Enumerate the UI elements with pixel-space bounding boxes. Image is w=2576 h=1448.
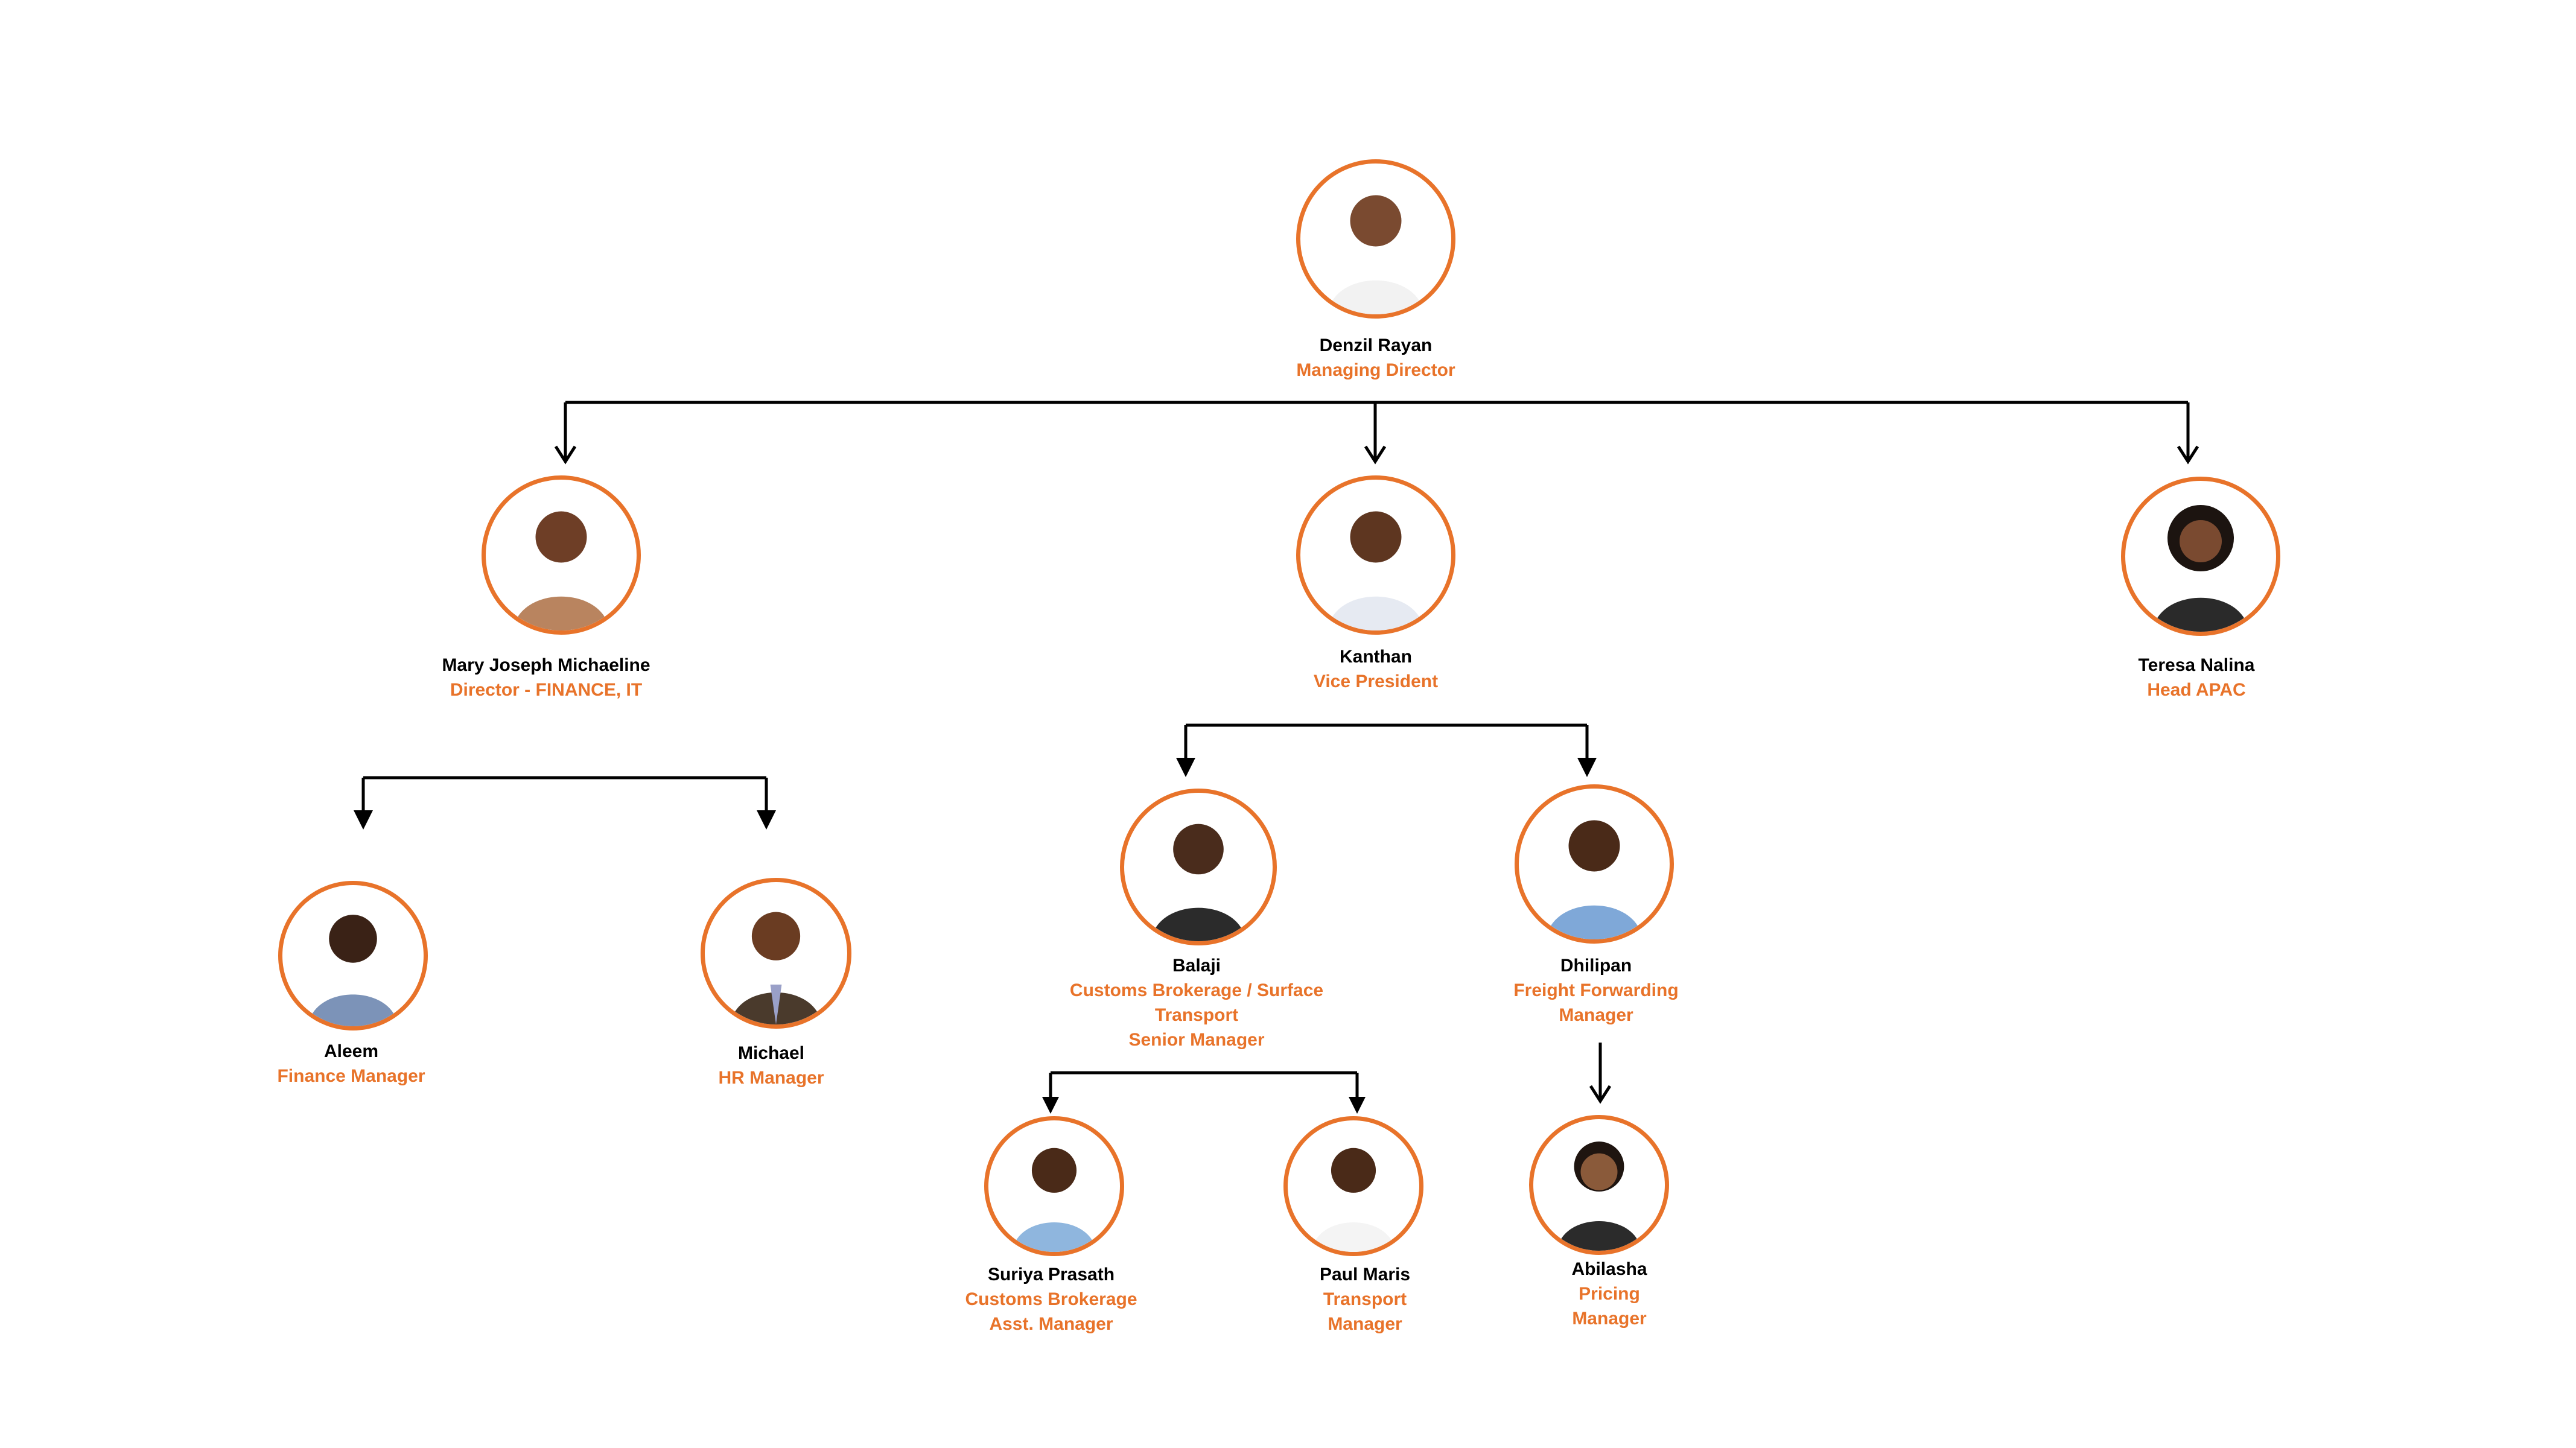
name-dhilipan: Dhilipan: [1560, 956, 1632, 976]
title-michael-line-1: HR Manager: [718, 1068, 824, 1088]
title-dhilipan-line-1: Freight Forwarding: [1513, 980, 1679, 1000]
person-photo-icon: [1557, 1142, 1641, 1251]
title-paul-maris-line-1: Transport: [1323, 1289, 1407, 1309]
title-balaji-line-2: Transport: [1154, 1005, 1239, 1025]
title-abilasha-line-2: Manager: [1572, 1309, 1647, 1329]
title-kanthan-line-1: Vice President: [1313, 672, 1439, 691]
name-teresa-nalina: Teresa Nalina: [2138, 655, 2255, 675]
title-balaji-line-1: Customs Brokerage / Surface: [1069, 980, 1324, 1000]
arrowhead-paul: [1349, 1097, 1366, 1114]
person-photo-icon: [730, 912, 822, 1024]
name-michael: Michael: [737, 1043, 805, 1063]
person-photo-icon: [1328, 511, 1424, 630]
arrowhead-michael: [757, 810, 776, 830]
arrowhead-aleem: [354, 810, 373, 830]
person-photo-icon: [1151, 824, 1246, 941]
name-kanthan: Kanthan: [1340, 647, 1412, 667]
avatar-suriya-prasath: [984, 1116, 1124, 1256]
title-denzil-rayan-line-1: Managing Director: [1296, 360, 1455, 380]
avatar-abilasha: [1529, 1115, 1669, 1255]
name-balaji: Balaji: [1172, 956, 1221, 976]
avatar-paul-maris: [1283, 1116, 1423, 1256]
person-photo-icon: [1012, 1148, 1096, 1252]
arrowhead-kanthan: [1364, 445, 1387, 465]
person-photo-icon: [513, 511, 609, 630]
person-photo-icon: [1328, 195, 1424, 314]
title-dhilipan-line-2: Manager: [1559, 1005, 1633, 1025]
title-mary-joseph-michaeline-line-1: Director - FINANCE, IT: [450, 680, 643, 700]
title-teresa-nalina-line-1: Head APAC: [2147, 680, 2246, 700]
avatar-mary-joseph-michaeline: [482, 475, 641, 635]
arrowhead-balaji: [1176, 758, 1195, 777]
avatar-aleem: [278, 881, 428, 1030]
avatar-teresa-nalina: [2121, 477, 2280, 636]
arrowhead-dhilipan: [1577, 758, 1597, 777]
name-suriya-prasath: Suriya Prasath: [987, 1265, 1115, 1284]
person-photo-icon: [2152, 505, 2249, 632]
arrowhead-teresa: [2177, 445, 2199, 465]
title-suriya-prasath-line-2: Asst. Manager: [989, 1314, 1113, 1334]
name-paul-maris: Paul Maris: [1319, 1265, 1411, 1284]
title-paul-maris-line-2: Manager: [1328, 1314, 1402, 1334]
arrowhead-mary: [554, 445, 577, 465]
person-photo-icon: [308, 915, 398, 1026]
person-photo-icon: [1546, 820, 1643, 939]
avatar-balaji: [1120, 789, 1277, 945]
person-photo-icon: [1311, 1148, 1396, 1252]
title-abilasha-line-1: Pricing: [1579, 1284, 1640, 1304]
arrowhead-abilasha: [1589, 1085, 1612, 1104]
avatar-dhilipan: [1515, 784, 1674, 944]
name-abilasha: Abilasha: [1571, 1259, 1647, 1279]
avatar-kanthan: [1296, 475, 1455, 635]
name-aleem: Aleem: [323, 1041, 379, 1061]
title-aleem-line-1: Finance Manager: [277, 1066, 425, 1086]
avatar-denzil-rayan: [1296, 159, 1455, 319]
name-mary-joseph-michaeline: Mary Joseph Michaeline: [442, 655, 650, 675]
avatar-michael: [701, 878, 851, 1029]
title-balaji-line-3: Senior Manager: [1128, 1030, 1265, 1050]
arrowhead-suriya: [1042, 1097, 1059, 1114]
name-denzil-rayan: Denzil Rayan: [1319, 335, 1433, 355]
title-suriya-prasath-line-1: Customs Brokerage: [965, 1289, 1137, 1309]
